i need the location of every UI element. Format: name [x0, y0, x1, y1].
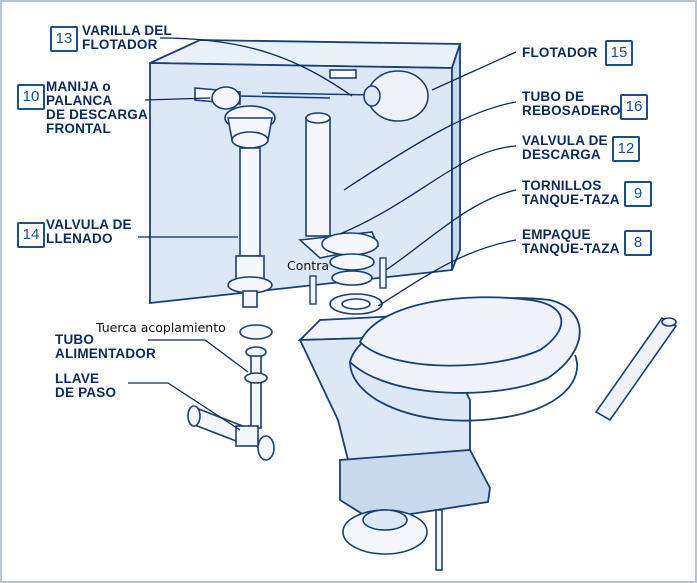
- label-tornillos: TORNILLOS TANQUE-TAZA: [522, 179, 620, 207]
- label-manija-line4: FRONTAL: [46, 121, 111, 136]
- num-14: 14: [17, 222, 45, 248]
- label-rebosadero: TUBO DE REBOSADERO: [522, 90, 621, 118]
- num-13: 13: [50, 26, 78, 52]
- label-varilla-line2: FLOTADOR: [82, 37, 158, 52]
- label-tubo-alimentador-line2: ALIMENTADOR: [55, 346, 156, 361]
- num-10: 10: [17, 84, 45, 110]
- label-varilla-line1: VARILLA DEL: [82, 23, 172, 38]
- label-llave-paso: LLAVE DE PASO: [55, 372, 116, 400]
- label-tubo-alimentador: TUBO ALIMENTADOR: [55, 333, 156, 361]
- seat: [349, 296, 581, 422]
- leader-lines: [128, 37, 517, 431]
- label-tornillos-line2: TANQUE-TAZA: [522, 192, 620, 207]
- label-empaque: EMPAQUE TANQUE-TAZA: [522, 228, 620, 256]
- label-valvula-descarga: VALVULA DE DESCARGA: [522, 134, 608, 162]
- label-varilla: VARILLA DEL FLOTADOR: [82, 24, 172, 52]
- label-rebosadero-line1: TUBO DE: [522, 89, 585, 104]
- label-empaque-line2: TANQUE-TAZA: [522, 241, 620, 256]
- num-9: 9: [624, 181, 652, 207]
- tissue-holder: [594, 316, 678, 422]
- float-assembly: [261, 69, 429, 122]
- label-manija-line1: MANIJA o: [46, 79, 111, 94]
- fill-valve: [224, 105, 276, 308]
- num-12: 12: [612, 136, 640, 162]
- flush-valve: [298, 112, 380, 286]
- label-valvula-llenado-line2: LLENADO: [46, 231, 113, 246]
- num-16: 16: [620, 94, 648, 120]
- num-15: 15: [605, 40, 633, 66]
- label-valvula-llenado: VALVULA DE LLENADO: [46, 218, 132, 246]
- label-manija: MANIJA o PALANCA DE DESCARGA FRONTAL: [46, 80, 148, 136]
- supply-tube: [239, 324, 273, 429]
- label-tubo-alimentador-line1: TUBO: [55, 332, 95, 347]
- label-llave-paso-line1: LLAVE: [55, 371, 100, 386]
- floor-flange: [342, 509, 443, 571]
- label-contra: Contra: [287, 258, 329, 273]
- gasket: [329, 293, 383, 315]
- label-manija-line2: PALANCA: [46, 93, 113, 108]
- lever: [194, 86, 331, 110]
- label-rebosadero-line2: REBOSADERO: [522, 103, 621, 118]
- label-llave-paso-line2: DE PASO: [55, 385, 117, 400]
- shutoff-valve: [187, 405, 275, 461]
- label-tornillos-line1: TORNILLOS: [522, 178, 602, 193]
- label-empaque-line1: EMPAQUE: [522, 227, 591, 242]
- label-manija-line3: DE DESCARGA: [46, 107, 148, 122]
- label-tuerca: Tuerca acoplamiento: [96, 320, 226, 335]
- label-flotador: FLOTADOR: [522, 45, 598, 60]
- label-valvula-descarga-line1: VALVULA DE: [522, 133, 608, 148]
- label-valvula-llenado-line1: VALVULA DE: [46, 217, 132, 232]
- tank-bolts: [309, 257, 387, 305]
- label-valvula-descarga-line2: DESCARGA: [522, 147, 601, 162]
- num-8: 8: [624, 230, 652, 256]
